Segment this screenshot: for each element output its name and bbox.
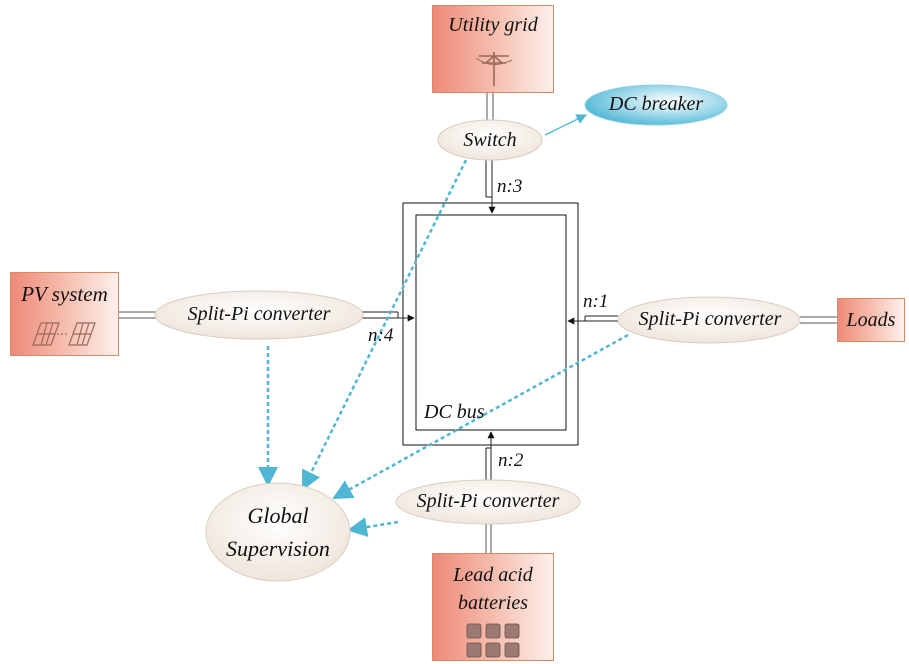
switch-node (437, 119, 543, 161)
port-grid-label: n:3 (497, 176, 523, 197)
pv-system-label: PV system (21, 282, 108, 306)
link-switch-bus (485, 158, 496, 214)
power-pole-icon (475, 52, 513, 86)
converter-loads-node (617, 296, 801, 344)
link-batconv-supervision (347, 517, 399, 537)
link-loadsconv-supervision (332, 333, 629, 500)
converter-batteries-label: Split-Pi converter (416, 490, 560, 512)
converter-loads-label: Split-Pi converter (638, 308, 782, 330)
solar-panels-icon (32, 322, 96, 346)
port-pv-label: n:4 (368, 325, 394, 346)
link-pv-converter (118, 311, 158, 319)
utility-grid-box: Utility grid (432, 5, 554, 93)
converter-batteries-node (395, 479, 581, 525)
dc-bus-label: DC bus (424, 401, 485, 423)
loads-box: Loads (837, 298, 905, 342)
pv-system-box: PV system (10, 272, 119, 356)
lead-acid-batteries-box: Lead acid batteries (432, 553, 554, 661)
link-switch-breaker (544, 114, 587, 136)
global-supervision-label-line1: Global (247, 503, 309, 528)
batteries-label-line1: Lead acid (453, 564, 533, 586)
global-supervision-node (205, 482, 351, 582)
supervision-links (258, 159, 629, 537)
link-loads-converter (800, 316, 838, 324)
global-supervision-label-line2: Supervision (226, 536, 330, 561)
utility-grid-label: Utility grid (448, 14, 538, 36)
converter-pv-node (154, 290, 364, 340)
link-grid-switch (486, 92, 494, 122)
batteries-icon (466, 623, 520, 658)
loads-label: Loads (846, 309, 896, 331)
link-loadsconv-bus (567, 315, 618, 325)
link-batconv-bus (485, 431, 495, 482)
dc-bus-inner (415, 214, 567, 431)
converter-pv-label: Split-Pi converter (187, 303, 331, 325)
port-batteries-label: n:2 (498, 450, 524, 471)
dc-breaker-node (584, 84, 728, 126)
link-batteries-converter (485, 522, 492, 553)
port-loads-label: n:1 (583, 291, 609, 312)
link-switch-supervision (301, 159, 468, 491)
batteries-label-line2: batteries (458, 592, 528, 614)
switch-label: Switch (463, 129, 517, 151)
dc-breaker-label: DC breaker (608, 93, 704, 115)
